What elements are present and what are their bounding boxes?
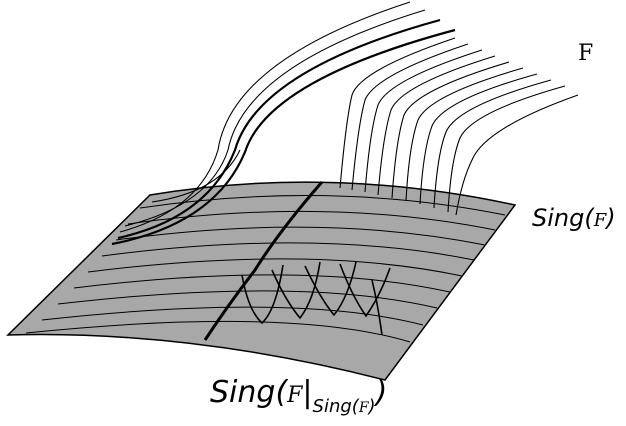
surface-leaf xyxy=(73,274,451,293)
rising-leaf xyxy=(433,79,552,209)
rising-leaf xyxy=(124,9,426,227)
rising-leaf xyxy=(405,67,524,202)
rising-leaf xyxy=(419,73,538,205)
rising-leaf xyxy=(351,43,469,191)
sing-label-open: ( xyxy=(584,204,595,232)
cusp-arcs xyxy=(241,261,391,336)
bottom-label-arg: F xyxy=(286,383,303,408)
surface-leaf xyxy=(115,226,486,246)
rising-leaf xyxy=(455,94,579,216)
sing-label-prefix: Sing xyxy=(532,204,584,232)
bottom-sub-close: ) xyxy=(367,396,376,417)
sing-label-close: ) xyxy=(604,204,615,232)
rising-leaf xyxy=(339,37,456,189)
cusp-arc xyxy=(339,263,391,318)
surface-leaf xyxy=(41,306,424,326)
singular-curve xyxy=(203,181,324,341)
cusp-arc xyxy=(271,261,321,320)
surface-leaf xyxy=(101,242,475,261)
sing-label: Sing(F) xyxy=(532,204,616,232)
rising-leaf xyxy=(111,28,456,246)
bottom-sub-prefix: Sing xyxy=(313,396,352,417)
cusp-arc xyxy=(304,261,357,317)
rising-leaf xyxy=(447,85,566,213)
rising-leaf xyxy=(117,18,441,240)
rising-leaf xyxy=(377,55,496,196)
left-leaf-bundle xyxy=(111,1,456,246)
surface-leaf xyxy=(25,320,411,343)
rising-leaf xyxy=(151,149,241,203)
bottom-label-close: ) xyxy=(374,375,388,410)
bottom-sub-arg: F xyxy=(358,400,370,416)
bottom-label-open: ( xyxy=(275,375,288,410)
surface-leaf xyxy=(127,210,496,231)
right-leaf-bundle xyxy=(339,37,579,216)
foliation-label: F xyxy=(578,41,593,66)
bottom-label-bar: | xyxy=(302,375,312,410)
rising-leaf xyxy=(391,61,510,199)
rising-leaf xyxy=(364,49,483,193)
cusp-arc xyxy=(241,264,284,325)
surface-leaf xyxy=(57,290,438,309)
surface-leaf-lines xyxy=(25,195,506,343)
cusp-arc xyxy=(371,279,383,336)
surface-leaf xyxy=(87,258,463,277)
bottom-sub-open: ( xyxy=(352,396,360,417)
bottom-label: Sing(F|Sing(F)) xyxy=(210,375,387,417)
bottom-label-prefix: Sing xyxy=(210,375,275,410)
surface-leaf xyxy=(139,195,506,216)
sing-label-arg: F xyxy=(593,210,608,231)
